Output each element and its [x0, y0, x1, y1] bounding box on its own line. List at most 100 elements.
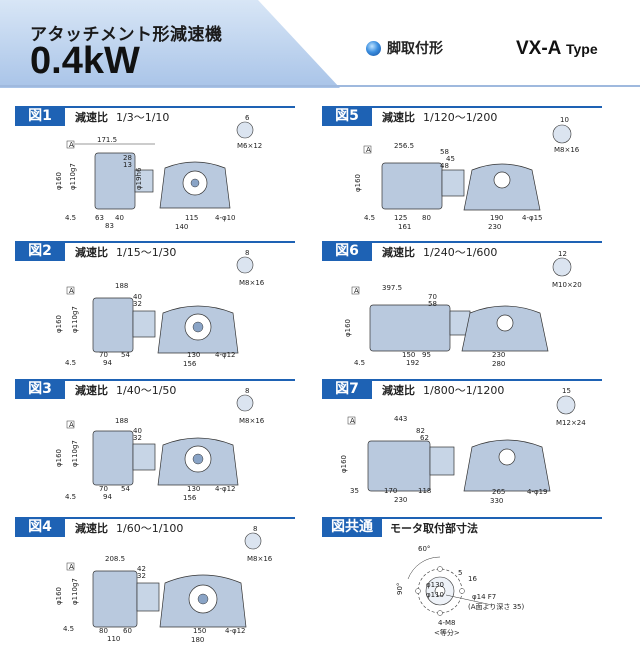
- model-label: VX-A Type: [516, 38, 598, 60]
- svg-text:M6×12: M6×12: [237, 142, 262, 150]
- svg-text:140: 140: [175, 223, 188, 231]
- ratio-label: モータ取付部寸法: [390, 522, 478, 535]
- svg-text:4.5: 4.5: [65, 359, 76, 367]
- model-suffix: Type: [565, 41, 598, 57]
- fig-tag: 図共通: [322, 517, 382, 537]
- svg-text:4-φ10: 4-φ10: [215, 214, 236, 222]
- svg-text:82: 82: [416, 427, 425, 435]
- svg-text:90°: 90°: [396, 583, 404, 595]
- svg-text:230: 230: [394, 496, 407, 504]
- svg-text:φ110g7: φ110g7: [69, 163, 77, 190]
- svg-text:125: 125: [394, 214, 407, 222]
- header-background: [0, 0, 640, 88]
- svg-text:10: 10: [560, 116, 569, 124]
- svg-text:A: A: [350, 417, 355, 425]
- svg-text:54: 54: [121, 351, 130, 359]
- svg-text:150: 150: [193, 627, 206, 635]
- model-name: VX-A: [516, 38, 561, 59]
- mount-type-label: 脚取付形: [387, 41, 443, 57]
- svg-text:230: 230: [492, 351, 505, 359]
- svg-text:5: 5: [458, 569, 462, 577]
- svg-text:230: 230: [488, 223, 501, 231]
- svg-text:A: A: [366, 146, 371, 154]
- svg-text:150: 150: [402, 351, 415, 359]
- svg-text:80: 80: [422, 214, 431, 222]
- drawing-fig1: A 171.5 28 13 φ19h6 φ160 φ110g7 4.5 63 4…: [55, 114, 262, 231]
- svg-text:60: 60: [123, 627, 132, 635]
- datum-a: A: [69, 141, 74, 149]
- svg-text:208.5: 208.5: [105, 555, 125, 563]
- svg-text:M8×16: M8×16: [554, 146, 580, 154]
- drawing-fig7: A 443 82 62 φ160 35 170 118 230 265 330 …: [340, 387, 586, 505]
- svg-text:8: 8: [245, 249, 249, 257]
- svg-text:4-φ15: 4-φ15: [522, 214, 543, 222]
- drawing-fig6: A 397.5 70 58 φ160 4.5 150 95 192 230 28…: [344, 250, 582, 368]
- svg-text:φ160: φ160: [55, 587, 63, 605]
- svg-text:φ110: φ110: [426, 591, 444, 599]
- svg-text:28: 28: [123, 154, 132, 162]
- svg-text:95: 95: [422, 351, 431, 359]
- svg-text:32: 32: [133, 300, 142, 308]
- fig-tag: 図5: [322, 106, 372, 126]
- mount-type: 脚取付形: [366, 38, 443, 58]
- bullet-icon: [366, 40, 381, 56]
- fig-tag: 図2: [15, 241, 65, 261]
- ratio-value: 1/15～1/30: [116, 246, 177, 259]
- svg-text:φ19h6: φ19h6: [135, 167, 143, 190]
- svg-text:161: 161: [398, 223, 411, 231]
- svg-text:φ160: φ160: [354, 174, 362, 192]
- fig-tag: 図7: [322, 379, 372, 399]
- svg-text:φ160: φ160: [344, 319, 352, 337]
- fig-tag: 図3: [15, 379, 65, 399]
- svg-text:φ160: φ160: [340, 455, 348, 473]
- svg-text:A: A: [69, 421, 74, 429]
- svg-text:330: 330: [490, 497, 503, 505]
- svg-text:188: 188: [115, 417, 128, 425]
- svg-text:12: 12: [558, 250, 567, 258]
- svg-text:φ160: φ160: [55, 449, 63, 467]
- drawing-common: 60° 90° φ130 φ110 5 16 φ14 F7 (A面より深さ 35…: [396, 545, 525, 637]
- svg-text:40: 40: [115, 214, 124, 222]
- fig-tag: 図1: [15, 106, 65, 126]
- svg-text:8: 8: [245, 387, 249, 395]
- svg-text:190: 190: [490, 214, 503, 222]
- svg-text:70: 70: [99, 485, 108, 493]
- svg-text:192: 192: [406, 359, 419, 367]
- drawing-fig5: A 256.5 58 45 48 φ160 4.5 125 80 161 190…: [354, 116, 580, 231]
- svg-text:62: 62: [420, 434, 429, 442]
- svg-text:(A面より深さ 35): (A面より深さ 35): [468, 602, 525, 611]
- svg-text:φ160: φ160: [55, 315, 63, 333]
- svg-text:8: 8: [253, 525, 257, 533]
- ratio-value: 1/800～1/1200: [423, 384, 505, 397]
- svg-text:M12×24: M12×24: [556, 419, 586, 427]
- ratio-value: 1/3～1/10: [116, 111, 170, 124]
- svg-text:40: 40: [133, 293, 142, 301]
- svg-text:54: 54: [121, 485, 130, 493]
- svg-text:58: 58: [440, 148, 449, 156]
- svg-text:58: 58: [428, 300, 437, 308]
- svg-text:4.5: 4.5: [354, 359, 365, 367]
- drawing-fig4: A 208.5 42 32 φ160 φ110g7 4.5 80 60 110 …: [55, 525, 273, 644]
- svg-text:M8×16: M8×16: [247, 555, 273, 563]
- ratio-value: 1/240～1/600: [423, 246, 498, 259]
- svg-text:<等分>: <等分>: [434, 628, 460, 637]
- ratio-value: 1/120～1/200: [423, 111, 498, 124]
- svg-text:4-φ19: 4-φ19: [527, 488, 548, 496]
- power-title: 0.4kW: [30, 40, 140, 82]
- svg-text:4-φ12: 4-φ12: [215, 485, 236, 493]
- svg-text:15: 15: [562, 387, 571, 395]
- svg-text:94: 94: [103, 493, 112, 501]
- drawing-fig3: A 188 40 32 φ160 φ110g7 4.5 70 54 94 130…: [55, 387, 265, 502]
- svg-text:60°: 60°: [418, 545, 430, 553]
- svg-text:M10×20: M10×20: [552, 281, 582, 289]
- svg-text:13: 13: [123, 161, 132, 169]
- svg-text:4.5: 4.5: [63, 625, 74, 633]
- svg-text:256.5: 256.5: [394, 142, 414, 150]
